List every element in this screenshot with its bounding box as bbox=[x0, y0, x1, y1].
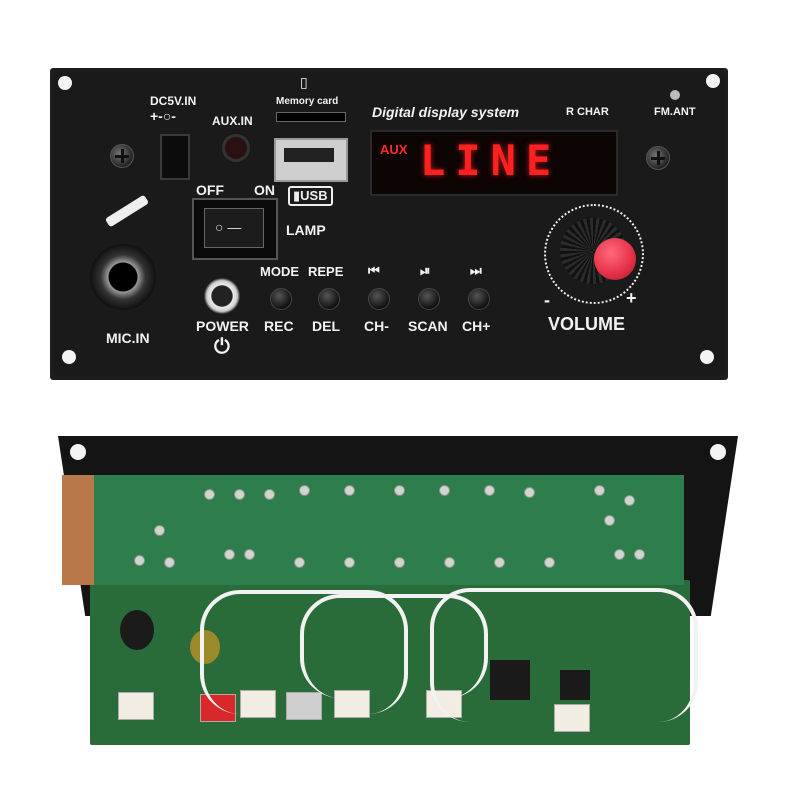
mount-hole-bottom-left bbox=[62, 350, 76, 364]
next-icon: ⏭ bbox=[470, 263, 482, 278]
rear-mount-hole-right bbox=[710, 444, 726, 460]
volume-dial-ring bbox=[544, 204, 644, 304]
display-text: LINE bbox=[420, 136, 562, 185]
memory-card-label: Memory card bbox=[276, 96, 339, 107]
switch-on-label: ON bbox=[254, 182, 275, 198]
rec-label: REC bbox=[264, 318, 294, 334]
switch-off-label: OFF bbox=[196, 182, 224, 198]
wire-harness-2 bbox=[300, 594, 488, 698]
chip-small bbox=[560, 670, 590, 700]
ch-plus-label: CH+ bbox=[462, 318, 491, 334]
fm-ant-jack[interactable] bbox=[670, 90, 680, 100]
connector-2 bbox=[240, 690, 276, 718]
front-panel: DC5V.IN +-○- AUX.IN ▯ Memory card ▮USB O… bbox=[50, 68, 728, 380]
power-icon: ⏻ bbox=[214, 336, 230, 358]
connector-4 bbox=[334, 690, 370, 718]
aux-in-label: AUX.IN bbox=[212, 114, 253, 128]
dc-in-label: DC5V.IN bbox=[150, 94, 197, 108]
button-pcb bbox=[62, 475, 684, 585]
ch-minus-button[interactable] bbox=[368, 288, 390, 310]
usb-port[interactable] bbox=[274, 138, 348, 182]
display-system-label: Digital display system bbox=[372, 104, 520, 120]
dc-polarity-icon: +-○- bbox=[150, 108, 176, 124]
mount-hole-top-left bbox=[58, 76, 72, 90]
capacitor-yellow bbox=[190, 630, 220, 664]
r-char-label: R CHAR bbox=[566, 106, 609, 118]
scan-button[interactable] bbox=[418, 288, 440, 310]
del-label: DEL bbox=[312, 318, 340, 334]
screw-left bbox=[110, 144, 134, 168]
mic-in-jack[interactable] bbox=[90, 244, 156, 310]
connector-6 bbox=[554, 704, 590, 732]
sd-card-icon: ▯ bbox=[300, 74, 308, 90]
play-pause-icon: ⏯ bbox=[420, 263, 431, 278]
volume-label: VOLUME bbox=[548, 314, 626, 334]
mic-in-label: MIC.IN bbox=[106, 330, 150, 346]
screw-right bbox=[646, 146, 670, 170]
dc-in-jack[interactable] bbox=[160, 134, 190, 180]
fm-ant-label: FM.ANT bbox=[654, 106, 696, 118]
connector-1 bbox=[118, 692, 154, 720]
power-rocker-switch[interactable]: ○ — bbox=[192, 198, 278, 260]
usb-logo: ▮USB bbox=[288, 186, 333, 206]
mode-label: MODE bbox=[260, 264, 299, 279]
mount-hole-bottom-right bbox=[700, 350, 714, 364]
led-display: AUX LINE bbox=[370, 130, 618, 196]
power-label: POWER bbox=[196, 318, 249, 334]
chip bbox=[490, 660, 530, 700]
rear-mount-hole-left bbox=[70, 444, 86, 460]
lamp-label: LAMP bbox=[286, 222, 326, 238]
wire-harness-3 bbox=[430, 588, 698, 722]
volume-knob-cap[interactable] bbox=[594, 238, 636, 280]
volume-minus-label: - bbox=[544, 290, 550, 310]
memory-card-slot[interactable] bbox=[276, 112, 346, 122]
power-button[interactable] bbox=[204, 278, 240, 314]
ch-plus-button[interactable] bbox=[468, 288, 490, 310]
aux-in-jack[interactable] bbox=[222, 134, 250, 162]
capacitor bbox=[120, 610, 154, 650]
connector-3 bbox=[286, 692, 322, 720]
scan-label: SCAN bbox=[408, 318, 448, 334]
del-repe-button[interactable] bbox=[318, 288, 340, 310]
microphone-icon bbox=[104, 194, 150, 228]
rec-mode-button[interactable] bbox=[270, 288, 292, 310]
repe-label: REPE bbox=[308, 264, 344, 279]
display-source: AUX bbox=[380, 142, 408, 157]
mount-hole-top-right bbox=[706, 74, 720, 88]
wire-harness-1 bbox=[200, 590, 408, 714]
ch-minus-label: CH- bbox=[364, 318, 389, 334]
prev-icon: ⏮ bbox=[368, 263, 380, 278]
volume-plus-label: + bbox=[626, 288, 637, 308]
